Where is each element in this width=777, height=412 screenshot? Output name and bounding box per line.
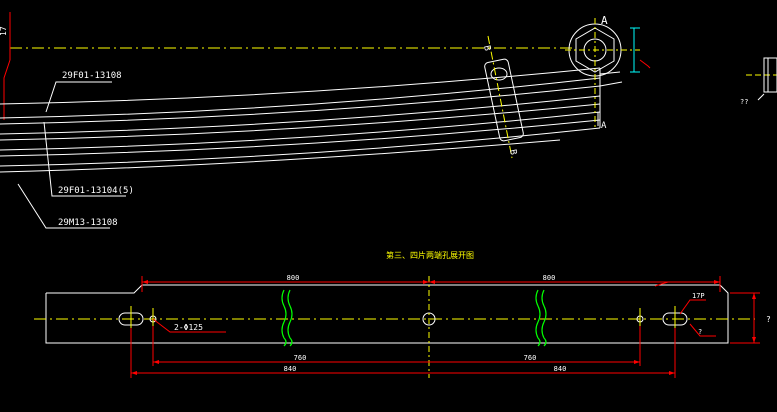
break-line-2a [535,289,541,347]
leaf-1-top [0,67,601,105]
spring-leaves [0,67,623,173]
hole-callout-leader [152,318,226,333]
right-note: ?? [740,98,748,106]
callout-part-2: 29F01-13104(5) [58,186,134,196]
leaf-4-top [0,119,601,157]
break-line-1a [281,289,287,347]
arrow-inner-right [634,360,640,364]
callout-leaders [17,81,126,229]
center-clamp [484,35,524,159]
right-note-leader [757,93,765,101]
leaf-2-top [0,85,601,125]
slot-leader-2 [689,323,716,337]
arrow-outer-left [131,371,137,375]
arrow-top-mid-l [423,280,429,284]
callout-part-3: 29M13-13108 [58,218,118,228]
dimension-lines [130,276,760,378]
clamp-bolt-head [490,67,508,81]
clamp-axis [487,35,513,159]
callout-3-leader [17,183,110,229]
spring-eye [565,18,640,128]
arrow-outer-right [669,371,675,375]
arrow-height-top [752,293,756,299]
hole-callout: 2-Φ125 [174,323,203,332]
dim-right-note: ? [698,328,702,336]
dim-top-left: 800 [287,274,300,282]
leaf-5 [0,139,561,173]
section-a-bottom: A [601,121,607,131]
lower-view: 第三、四片两端孔展开图 2-Φ125 [34,250,771,378]
clamp-body [484,58,524,142]
detail-body [763,57,777,93]
dim-outer-right: 840 [554,365,567,373]
leaf-3-top [0,103,601,141]
dim-inner-left: 760 [294,354,307,362]
dimension-arrows [131,280,756,375]
section-a-top: A [601,14,608,27]
arrow-top-left [142,280,148,284]
callout-1-leader [45,81,112,113]
break-line-1b [287,289,293,347]
callout-part-1: 29F01-13108 [62,71,122,81]
dim-right-slot: 17P [692,292,705,300]
section-b-bottom: B [507,149,518,156]
dim-right-height: ? [766,315,771,324]
leaf-plate-outline [45,284,729,344]
dim-inner-right: 760 [524,354,537,362]
hex-nut [575,27,615,73]
lower-view-title: 第三、四片两端孔展开图 [386,250,474,260]
callout-2-leader [43,121,126,197]
right-detail [746,57,777,93]
slot-leader [679,299,706,315]
dim-top-right: 800 [543,274,556,282]
break-lines [281,289,547,347]
leaf-2-bottom [0,95,601,135]
top-right-leader [654,281,684,287]
upper-view: 17 B B [0,12,777,229]
arrow-height-bottom [752,337,756,343]
left-edge-value: 17 [0,26,8,36]
arrow-top-right [714,280,720,284]
leaf-end-tip-2 [599,81,623,87]
dim-outer-left: 840 [284,365,297,373]
leaf-1-bottom [0,77,601,119]
left-boundary-line [3,59,11,120]
leaf-3-bottom [0,111,601,151]
section-b-top: B [481,45,492,52]
leaf-end-tip-1 [599,71,621,75]
break-line-2b [541,289,547,347]
eye-dimension [630,27,640,73]
leaf-4-bottom [0,127,601,167]
arrow-top-mid-r [429,280,435,284]
eye-leader-red [639,59,651,69]
plate-outline [45,284,729,344]
arrow-inner-left [153,360,159,364]
